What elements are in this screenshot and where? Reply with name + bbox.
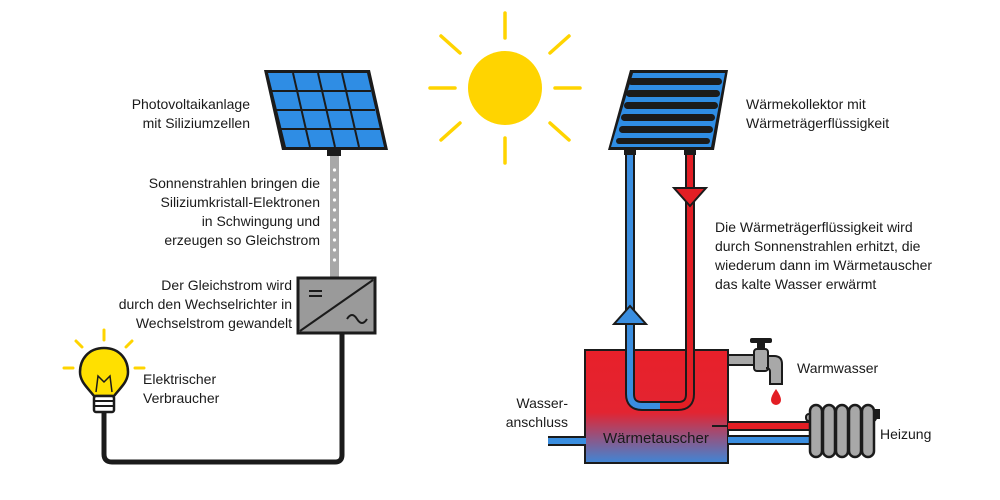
- thermal-collector-icon: [608, 70, 728, 155]
- sun-icon: [428, 11, 582, 165]
- light-bulb-icon: [62, 328, 146, 414]
- exchanger-label: Wärmetauscher: [603, 430, 709, 447]
- flow-down-arrow: [671, 187, 709, 208]
- pv-label: Photovoltaikanlage mit Siliziumzellen: [131, 96, 250, 131]
- water-inlet-label: Wasser- anschluss: [505, 395, 568, 430]
- collector-label: Wärmekollektor mit Wärmeträgerflüssigkei…: [746, 96, 890, 131]
- solar-panel-icon: [264, 70, 388, 156]
- consumer-label: Elektrischer Verbraucher: [143, 371, 220, 406]
- fluid-label: Die Wärmeträgerflüssigkeit wird durch So…: [715, 219, 933, 292]
- water-drop: [771, 389, 781, 405]
- heating-label: Heizung: [880, 426, 932, 442]
- water-inlet-pipe: [548, 436, 586, 446]
- inverter-label: Der Gleichstrom wird durch den Wechselri…: [118, 277, 292, 331]
- heating-pipes: [712, 421, 810, 445]
- warm-water-label: Warmwasser: [797, 360, 879, 376]
- sunrays-label: Sonnenstrahlen bringen die Siliziumkrist…: [148, 175, 320, 248]
- flow-up-arrow: [611, 304, 649, 325]
- water-tap-icon: [727, 338, 783, 405]
- panel-mast: [330, 156, 339, 278]
- radiator-icon: [805, 403, 880, 459]
- inverter-icon: [296, 276, 377, 335]
- collector-circuit: [611, 155, 709, 411]
- power-cable: [101, 333, 345, 465]
